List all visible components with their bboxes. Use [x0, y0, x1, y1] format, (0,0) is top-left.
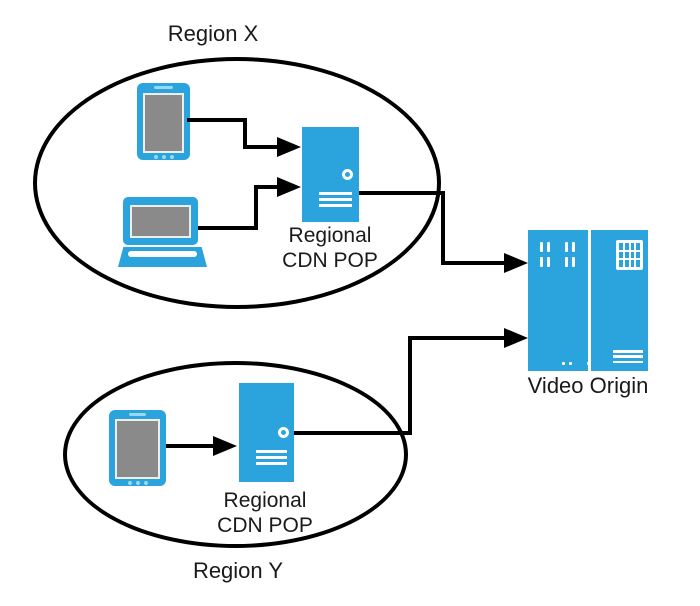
connector-segment [243, 118, 247, 149]
pop-y-label: Regional CDN POP [185, 488, 345, 538]
arrowhead-icon [213, 436, 237, 456]
server-rack-icon [528, 230, 590, 371]
power-led-icon [277, 426, 289, 438]
region-x-label: Region X [167, 21, 259, 46]
connector-segment [254, 185, 278, 189]
region-y-boundary [63, 361, 408, 548]
region-x-boundary [33, 57, 441, 309]
connector-segment [166, 444, 215, 448]
grid-panel-icon [616, 240, 643, 270]
connector-segment [254, 185, 258, 230]
drive-slot-icon [540, 242, 543, 252]
laptop-base [118, 247, 207, 267]
pop-label-line: Regional [223, 489, 307, 512]
connector-segment [359, 191, 445, 195]
arrowhead-icon [504, 253, 528, 273]
drive-slot-icon [572, 257, 575, 267]
vent-lines-icon [319, 191, 352, 210]
arrowhead-icon [277, 137, 301, 157]
tablet-screen [143, 93, 184, 153]
drive-slot-icon [547, 242, 550, 252]
connector-segment [294, 431, 412, 435]
pop-label-line: Regional [288, 224, 372, 247]
tablet-icon [137, 83, 190, 160]
tablet-home-dots [109, 481, 166, 485]
connector-segment [441, 191, 445, 265]
pop-label-line: CDN POP [217, 514, 313, 537]
connector-segment [408, 336, 412, 435]
drive-slot-icon [547, 257, 550, 267]
laptop-screen-frame [123, 197, 198, 245]
connector-segment [441, 261, 506, 265]
drive-slot-icon [540, 257, 543, 267]
connector-segment [408, 336, 506, 340]
laptop-screen [130, 205, 191, 238]
laptop-touchpad [128, 251, 197, 257]
server-icon [239, 383, 294, 482]
laptop-icon [118, 197, 207, 267]
vent-lines-icon [255, 450, 287, 468]
connector-segment [187, 118, 247, 122]
connector-segment [198, 226, 258, 230]
drive-slot-icon [565, 257, 568, 267]
video-origin-label: Video Origin [527, 373, 649, 398]
tablet-speaker [154, 86, 173, 89]
tablet-screen [115, 419, 160, 479]
pop-x-label: Regional CDN POP [250, 223, 410, 273]
drive-slot-icon [572, 242, 575, 252]
drive-slot-icon [565, 242, 568, 252]
region-y-label: Region Y [192, 558, 284, 583]
arrowhead-icon [504, 328, 528, 348]
arrowhead-icon [277, 177, 301, 197]
pop-label-line: CDN POP [282, 249, 378, 272]
tablet-speaker [129, 413, 146, 416]
connector-segment [243, 145, 278, 149]
vent-lines-icon [613, 350, 643, 366]
tablet-home-dots [137, 155, 190, 159]
server-rack-icon [591, 230, 648, 371]
power-led-icon [341, 168, 353, 180]
tablet-icon [109, 410, 166, 486]
server-icon [302, 127, 359, 222]
